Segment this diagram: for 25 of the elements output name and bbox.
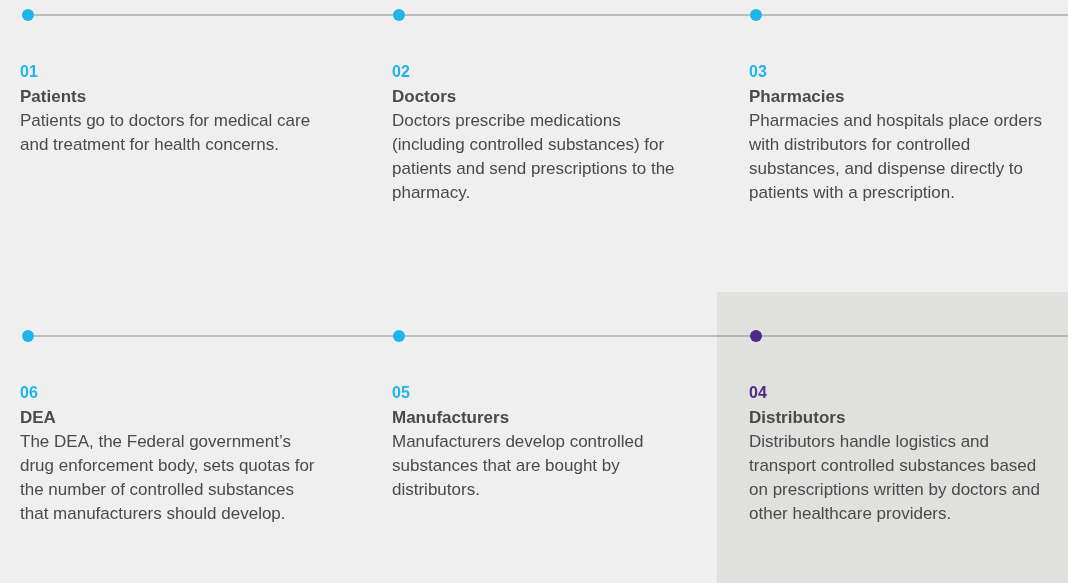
step-title: Patients: [20, 86, 87, 108]
step-number: 06: [20, 383, 38, 403]
step-title: Distributors: [749, 407, 846, 429]
step-description: Distributors handle logistics and transport controlled substances based on prescriptions written by doctors and other healthcare providers.: [749, 431, 1042, 525]
timeline-line: [761, 14, 1068, 16]
timeline-line: [33, 14, 394, 16]
timeline-line: [761, 335, 1068, 337]
step-title: Manufacturers: [392, 407, 510, 429]
step-description: The DEA, the Federal government’s drug enforcement body, sets quotas for the number of controlled substances that manufacturers should develop.: [20, 431, 316, 525]
step-title: Pharmacies: [749, 86, 845, 108]
highlight-panel: [717, 292, 1068, 583]
step-number: 03: [749, 62, 767, 82]
step-description: Pharmacies and hospitals place orders with distributors for controlled substances, and dispense directly to patients with a prescription.: [749, 110, 1043, 204]
timeline-line: [33, 335, 394, 337]
step-number: 01: [20, 62, 38, 82]
step-description: Manufacturers develop controlled substances that are bought by distributors.: [392, 431, 645, 501]
timeline-line: [404, 14, 751, 16]
timeline-line: [404, 335, 751, 337]
step-number: 02: [392, 62, 410, 82]
step-title: Doctors: [392, 86, 457, 108]
step-number: 04: [749, 383, 767, 403]
step-description: Doctors prescribe medications (including controlled substances) for patients and send prescriptions to the pharmacy.: [392, 110, 676, 204]
step-description: Patients go to doctors for medical care and treatment for health concerns.: [20, 110, 312, 156]
step-title: DEA: [20, 407, 56, 429]
step-number: 05: [392, 383, 410, 403]
